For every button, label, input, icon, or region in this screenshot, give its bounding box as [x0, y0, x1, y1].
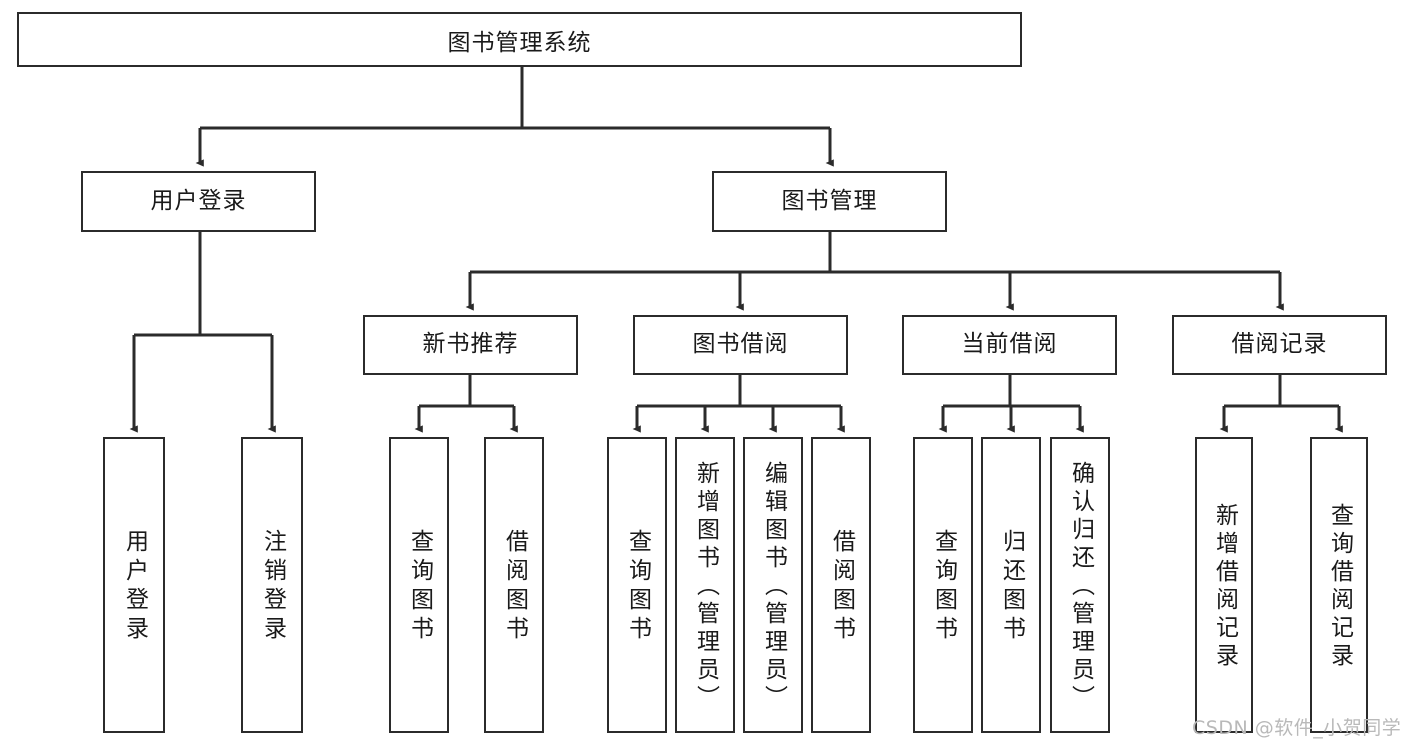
node-leaf-return-book[interactable]: 归还图书 [981, 437, 1041, 733]
node-book-management[interactable]: 图书管理 [712, 171, 947, 232]
node-label: 图书管理系统 [447, 29, 592, 56]
node-label: 新增借阅记录 [1211, 503, 1238, 671]
node-user-login[interactable]: 用户登录 [81, 171, 316, 232]
node-label: 归还图书 [998, 529, 1025, 645]
node-label: 查询图书 [930, 529, 957, 645]
node-label: 编辑图书（管理员） [760, 461, 787, 713]
node-book-borrow[interactable]: 图书借阅 [633, 315, 848, 375]
node-label: 新增图书（管理员） [692, 461, 719, 713]
node-new-book-recommend[interactable]: 新书推荐 [363, 315, 578, 375]
node-label: 借阅记录 [1231, 331, 1328, 358]
node-leaf-query-borrow-record[interactable]: 查询借阅记录 [1310, 437, 1368, 733]
node-leaf-logout[interactable]: 注销登录 [241, 437, 303, 733]
node-label: 用户登录 [150, 187, 247, 214]
node-label: 用户登录 [121, 529, 148, 645]
node-leaf-borrow-book-recommend[interactable]: 借阅图书 [484, 437, 544, 733]
node-current-borrow[interactable]: 当前借阅 [902, 315, 1117, 375]
node-label: 查询图书 [624, 529, 651, 645]
node-leaf-query-book-current[interactable]: 查询图书 [913, 437, 973, 733]
node-leaf-user-login[interactable]: 用户登录 [103, 437, 165, 733]
node-label: 查询借阅记录 [1326, 503, 1353, 671]
node-leaf-query-book-recommend[interactable]: 查询图书 [389, 437, 449, 733]
node-label: 查询图书 [406, 529, 433, 645]
node-label: 借阅图书 [828, 529, 855, 645]
node-label: 借阅图书 [501, 529, 528, 645]
node-leaf-edit-book-admin[interactable]: 编辑图书（管理员） [743, 437, 803, 733]
node-leaf-confirm-return-admin[interactable]: 确认归还（管理员） [1050, 437, 1110, 733]
watermark: CSDN @软件_小贺同学 [1192, 717, 1402, 739]
node-leaf-add-book-admin[interactable]: 新增图书（管理员） [675, 437, 735, 733]
node-leaf-borrow-book[interactable]: 借阅图书 [811, 437, 871, 733]
node-root-system[interactable]: 图书管理系统 [17, 12, 1022, 67]
node-label: 图书借阅 [692, 331, 789, 358]
node-label: 确认归还（管理员） [1067, 461, 1094, 713]
node-leaf-add-borrow-record[interactable]: 新增借阅记录 [1195, 437, 1253, 733]
node-leaf-query-book-borrow[interactable]: 查询图书 [607, 437, 667, 733]
node-borrow-record[interactable]: 借阅记录 [1172, 315, 1387, 375]
node-label: 图书管理 [781, 187, 878, 214]
node-label: 注销登录 [259, 529, 286, 645]
node-label: 当前借阅 [961, 331, 1058, 358]
node-label: 新书推荐 [422, 331, 519, 358]
